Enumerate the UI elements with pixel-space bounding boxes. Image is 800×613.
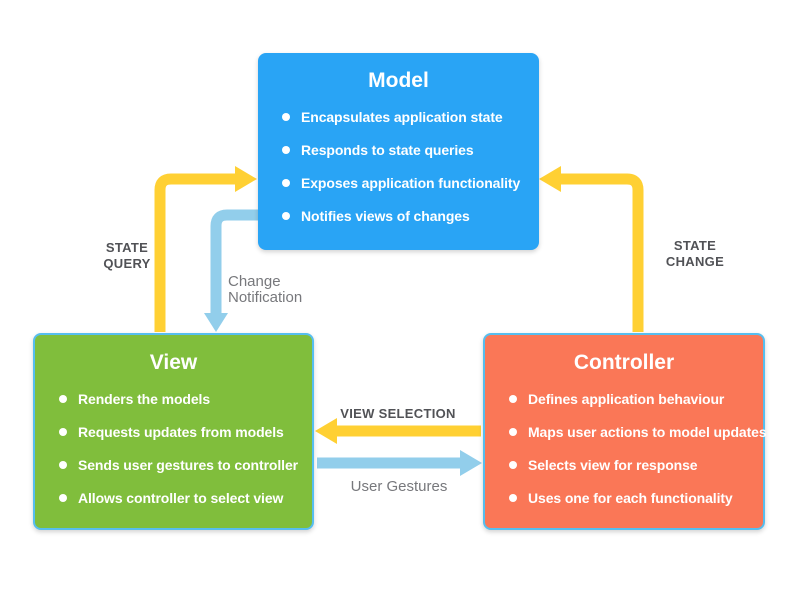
bullet-icon bbox=[282, 179, 290, 187]
arrowhead-right-icon bbox=[235, 166, 257, 192]
bullet-icon bbox=[509, 461, 517, 469]
state-query-label: STATE QUERY bbox=[103, 240, 151, 271]
bullet-icon bbox=[59, 428, 67, 436]
view-list: Renders the models Requests updates from… bbox=[35, 389, 312, 509]
list-item: Notifies views of changes bbox=[282, 206, 535, 227]
arrowhead-down-icon bbox=[204, 313, 228, 332]
list-item: Requests updates from models bbox=[59, 422, 308, 443]
arrowhead-left-icon bbox=[539, 166, 561, 192]
model-title: Model bbox=[368, 69, 429, 92]
state-change-arrow bbox=[539, 166, 644, 332]
controller-list: Defines application behaviour Maps user … bbox=[485, 389, 767, 509]
view-title: View bbox=[149, 351, 198, 374]
bullet-icon bbox=[282, 212, 290, 220]
controller-title: Controller bbox=[573, 351, 675, 374]
user-gestures-label: User Gestures bbox=[350, 478, 448, 495]
list-item: Encapsulates application state bbox=[282, 107, 535, 128]
state-query-arrow bbox=[154, 166, 257, 332]
bullet-icon bbox=[59, 494, 67, 502]
controller-box: Controller Defines application behaviour… bbox=[483, 333, 767, 530]
bullet-icon bbox=[59, 395, 67, 403]
bullet-icon bbox=[509, 395, 517, 403]
view-box: View Renders the models Requests updates… bbox=[33, 333, 314, 530]
change-notification-label: Change Notification bbox=[228, 273, 303, 306]
arrowhead-left-icon bbox=[315, 418, 337, 444]
list-item: Defines application behaviour bbox=[509, 389, 759, 410]
user-gestures-arrow bbox=[317, 450, 482, 476]
bullet-icon bbox=[282, 113, 290, 121]
bullet-icon bbox=[509, 428, 517, 436]
list-item: Allows controller to select view bbox=[59, 488, 308, 509]
list-item: Exposes application functionality bbox=[282, 173, 535, 194]
list-item: Selects view for response bbox=[509, 455, 759, 476]
list-item: Maps user actions to model updates bbox=[509, 422, 767, 443]
bullet-icon bbox=[59, 461, 67, 469]
state-change-label: STATE CHANGE bbox=[665, 238, 725, 269]
list-item: Sends user gestures to controller bbox=[59, 455, 308, 476]
arrowhead-right-icon bbox=[460, 450, 482, 476]
bullet-icon bbox=[282, 146, 290, 154]
change-notification-arrow bbox=[204, 209, 258, 332]
view-selection-label: VIEW SELECTION bbox=[340, 406, 456, 421]
list-item: Responds to state queries bbox=[282, 140, 535, 161]
bullet-icon bbox=[509, 494, 517, 502]
model-list: Encapsulates application state Responds … bbox=[258, 107, 539, 227]
list-item: Renders the models bbox=[59, 389, 308, 410]
view-selection-arrow bbox=[315, 418, 481, 444]
list-item: Uses one for each functionality bbox=[509, 488, 759, 509]
model-box: Model Encapsulates application state Res… bbox=[258, 53, 539, 250]
